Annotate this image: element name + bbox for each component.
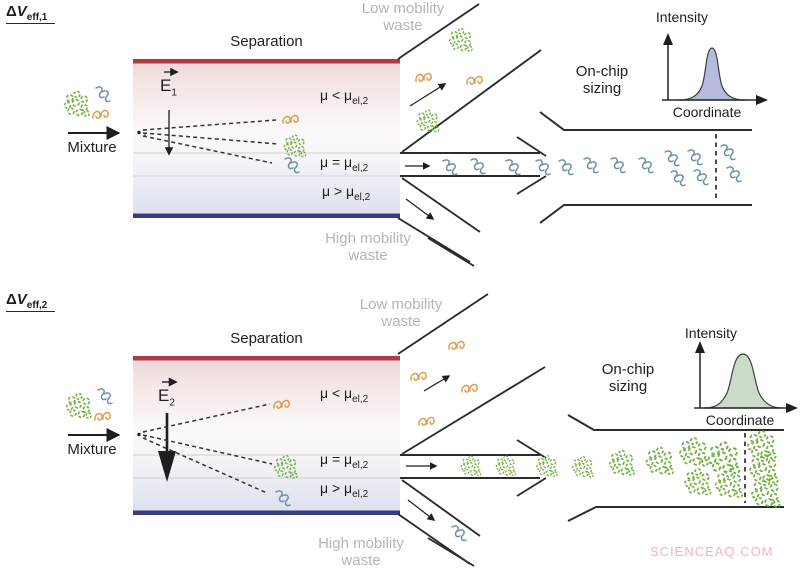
panel1-waste-molecules <box>415 27 483 133</box>
watermark: SCIENCEAQ.COM <box>650 544 774 559</box>
panel1-waste-arrows <box>405 83 447 220</box>
molecule-green <box>65 392 93 420</box>
molecule-green <box>63 90 91 118</box>
panel1-sized-molecules <box>442 144 742 187</box>
panel2-junction-walls <box>397 293 547 567</box>
panel1-mobility-equal-label: μ = μel,2 <box>320 154 369 174</box>
panel1-intensity-plot <box>662 33 768 105</box>
panel1-dashed-trajectories <box>142 119 279 164</box>
panel1-e-field-arrows <box>164 67 179 156</box>
panel1-separation-label: Separation <box>230 33 303 50</box>
panel2-intensity-plot <box>694 341 798 413</box>
peak-panel1 <box>678 47 746 101</box>
panel2-separation-label: Separation <box>230 330 303 347</box>
panel1-e-field-label: E1 <box>160 76 177 99</box>
panel1-coordinate-axis-label: Coordinate <box>672 104 742 120</box>
panel2-coordinate-axis-label: Coordinate <box>705 412 775 428</box>
molecule-orange <box>94 411 111 421</box>
panel2-dashed-trajectories <box>142 403 273 494</box>
panel1-sizing-channel <box>539 111 752 224</box>
panel2-mobility-equal-label: μ = μel,2 <box>320 451 369 471</box>
panel1-mobility-high-label: μ > μel,2 <box>322 183 371 203</box>
panel1-voltage-label: ΔVeff,1 <box>6 3 56 24</box>
panel1-mobility-low-label: μ < μel,2 <box>320 87 369 107</box>
panel1-mixture-label: Mixture <box>67 139 117 156</box>
molecule-blue <box>95 86 111 103</box>
panel2-e-field-label: E2 <box>158 386 175 409</box>
panel2-e-field-arrows <box>158 377 178 482</box>
panel2-sized-molecules <box>460 430 781 508</box>
panel1-intensity-axis-label: Intensity <box>655 9 709 25</box>
panel2-voltage-label: ΔVeff,2 <box>6 291 56 312</box>
panel1-junction-walls <box>397 3 547 267</box>
panel2-mixture-label: Mixture <box>67 441 117 458</box>
panel2-sizing-channel <box>567 414 784 522</box>
panel2-mobility-low-label: μ < μel,2 <box>320 385 369 405</box>
molecule-blue <box>97 388 113 405</box>
peak-panel2 <box>703 353 783 409</box>
panel2-intensity-axis-label: Intensity <box>684 325 738 341</box>
molecule-orange <box>92 109 109 119</box>
panel1-separation-channel <box>133 59 400 218</box>
panel2-mobility-high-label: μ > μel,2 <box>320 480 369 500</box>
panel2-waste-arrows <box>406 375 451 521</box>
